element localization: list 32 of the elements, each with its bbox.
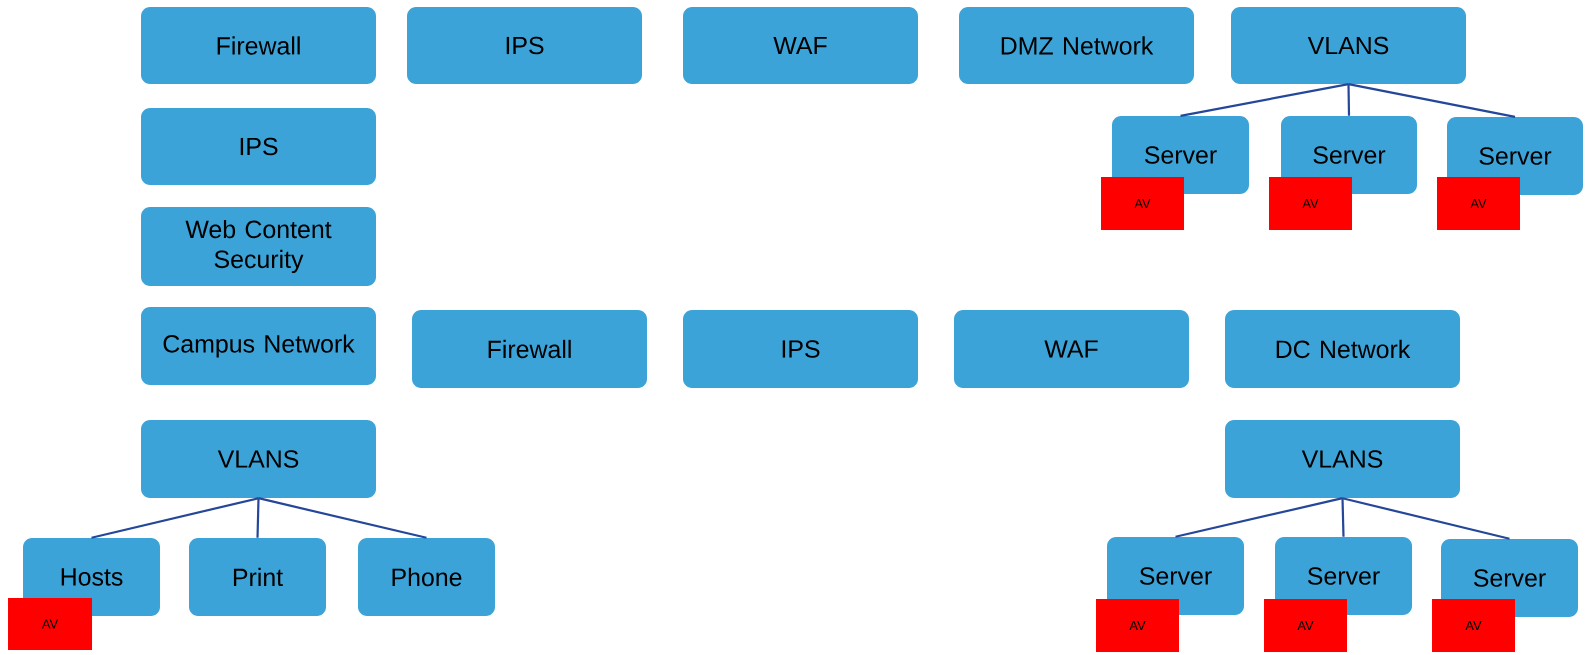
connector-line <box>258 497 427 539</box>
connector-line <box>1180 83 1349 117</box>
process-box: WAF <box>683 7 918 84</box>
connector-line <box>91 497 259 539</box>
connector-line <box>1175 497 1343 538</box>
process-box: DMZ Network <box>959 7 1194 84</box>
connector-line <box>1342 497 1510 540</box>
process-box: VLANS <box>141 420 376 498</box>
process-box: WAF <box>954 310 1189 388</box>
process-box: IPS <box>683 310 918 388</box>
tag-box: AV <box>1437 177 1520 230</box>
process-box: VLANS <box>1231 7 1466 84</box>
process-box: IPS <box>407 7 642 84</box>
tag-box: AV <box>1432 599 1515 652</box>
tag-box: AV <box>1101 177 1184 230</box>
tag-box: AV <box>8 598 92 650</box>
connector-line <box>1347 84 1351 116</box>
tag-box: AV <box>1269 177 1352 230</box>
process-box: Firewall <box>412 310 647 388</box>
tag-box: AV <box>1264 599 1347 652</box>
process-box: Web Content Security <box>141 207 376 286</box>
process-box: DC Network <box>1225 310 1460 388</box>
process-box: Print <box>189 538 326 616</box>
process-box: Firewall <box>141 7 376 84</box>
process-box: Campus Network <box>141 307 376 385</box>
connector-line <box>256 498 260 538</box>
process-box: IPS <box>141 108 376 185</box>
connector-line <box>1348 83 1516 118</box>
process-box: VLANS <box>1225 420 1460 498</box>
connector-line <box>1341 498 1345 537</box>
process-box: Phone <box>358 538 495 616</box>
tag-box: AV <box>1096 599 1179 652</box>
